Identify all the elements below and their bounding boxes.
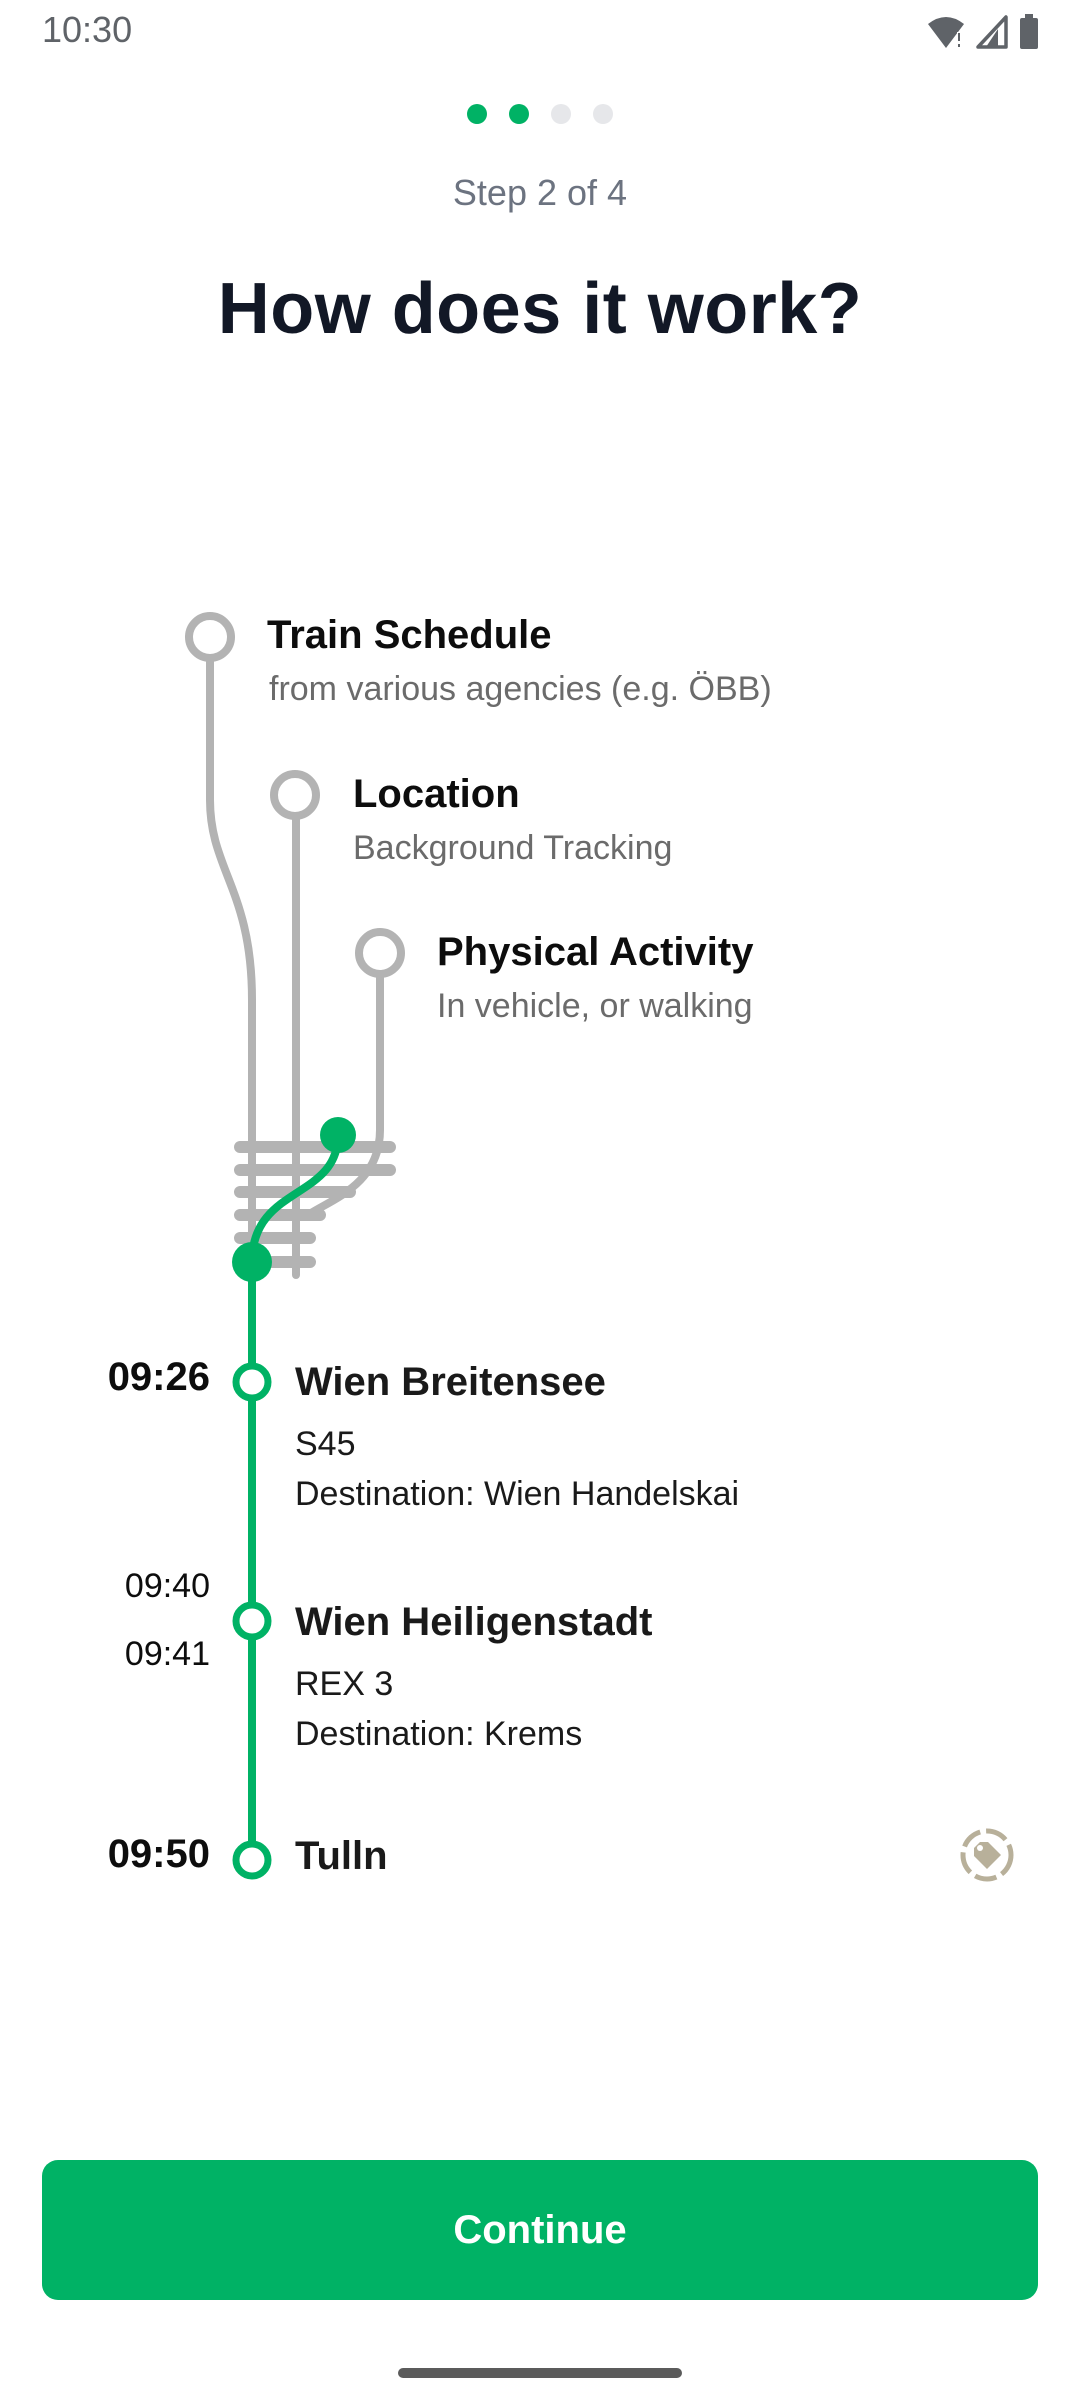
stop-line-heiligenstadt: REX 3 — [295, 1665, 394, 1703]
source-title-physical-activity: Physical Activity — [437, 930, 754, 974]
source-tracks — [206, 654, 384, 1279]
merge-end-dot — [232, 1242, 272, 1282]
stop-departure-heiligenstadt: 09:41 — [124, 1635, 210, 1673]
home-indicator[interactable] — [398, 2368, 682, 2378]
pager-dot-1 — [467, 104, 487, 124]
battery-icon — [1020, 14, 1038, 49]
wifi-alert-icon — [928, 17, 964, 48]
stop-node-tulln — [232, 1840, 272, 1880]
source-title-location: Location — [353, 772, 520, 816]
stop-destination-breitensee: Destination: Wien Handelskai — [295, 1475, 740, 1513]
track-switch-ties — [234, 1141, 396, 1268]
status-icons — [926, 12, 1040, 52]
stop-destination-heiligenstadt: Destination: Krems — [295, 1715, 583, 1753]
source-nodes — [185, 612, 405, 978]
pager-dot-2 — [509, 104, 529, 124]
train-schedule-node — [185, 612, 235, 662]
pager-dot-4 — [593, 104, 613, 124]
stop-nodes — [232, 1362, 272, 1880]
stop-time-breitensee: 09:26 — [107, 1355, 210, 1399]
journey-line — [248, 1131, 342, 1864]
pager-dot-3 — [551, 104, 571, 124]
stop-time-tulln: 09:50 — [107, 1832, 210, 1876]
activity-node — [355, 928, 405, 978]
merge-start-dot — [320, 1117, 356, 1153]
stop-node-breitensee — [232, 1362, 272, 1402]
page-title: How does it work? — [217, 269, 863, 349]
stop-name-heiligenstadt: Wien Heiligenstadt — [295, 1600, 653, 1644]
stop-arrival-heiligenstadt: 09:40 — [124, 1567, 210, 1605]
train-schedule-track — [206, 654, 256, 1254]
stop-name-tulln: Tulln — [295, 1834, 388, 1878]
source-title-train-schedule: Train Schedule — [267, 613, 552, 657]
how-it-works-diagram — [185, 612, 405, 1880]
source-subtitle-physical-activity: In vehicle, or walking — [437, 987, 753, 1025]
stop-name-breitensee: Wien Breitensee — [295, 1360, 606, 1404]
stop-line-breitensee: S45 — [295, 1425, 356, 1463]
status-time: 10:30 — [42, 9, 133, 50]
source-subtitle-location: Background Tracking — [353, 829, 673, 867]
stop-node-heiligenstadt — [232, 1601, 272, 1641]
merge-curve — [248, 1131, 342, 1266]
pager-dots — [0, 104, 1080, 124]
continue-button[interactable]: Continue — [42, 2160, 1038, 2300]
signal-icon — [976, 15, 1008, 49]
location-node — [270, 770, 320, 820]
auto-tag-icon — [960, 1828, 1014, 1882]
step-label: Step 2 of 4 — [452, 172, 628, 213]
source-subtitle-train-schedule: from various agencies (e.g. ÖBB) — [269, 670, 772, 708]
